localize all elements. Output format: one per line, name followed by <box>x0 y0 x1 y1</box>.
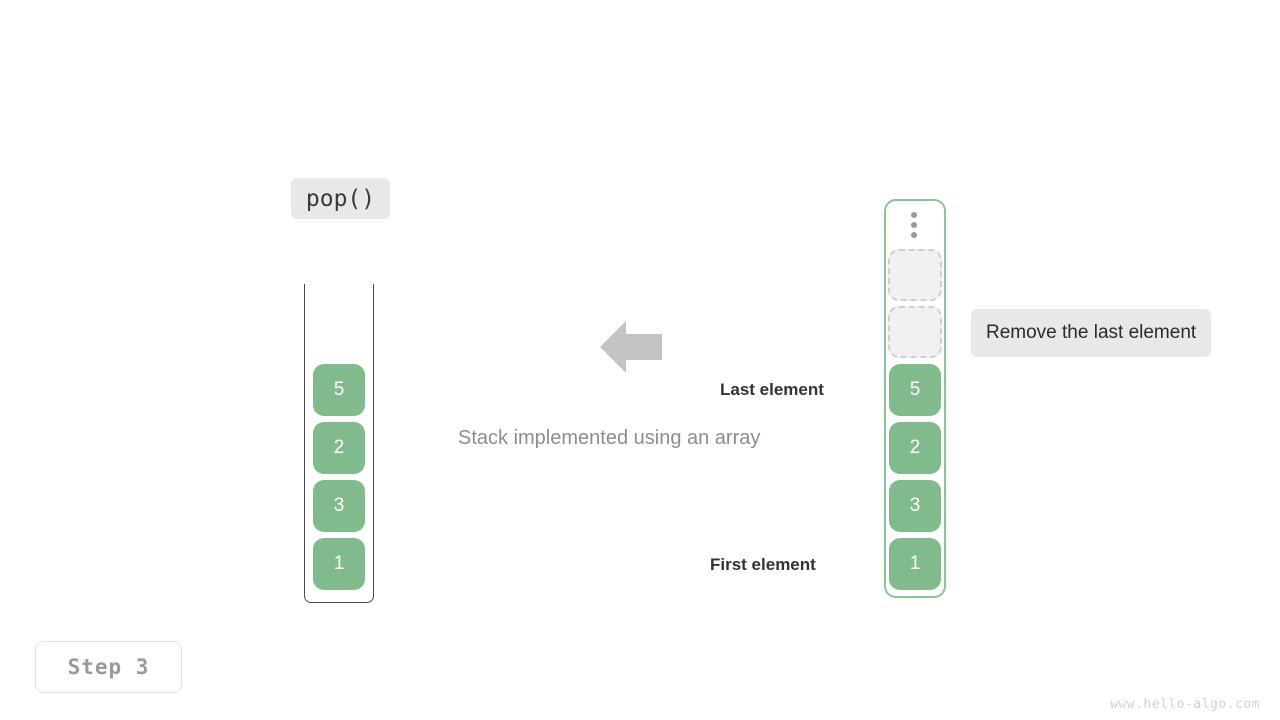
watermark: www.hello-algo.com <box>1110 697 1260 712</box>
operation-label: pop() <box>291 178 390 219</box>
note-callout: Remove the last element <box>971 309 1212 357</box>
stack-cell: 1 <box>313 538 365 590</box>
step-badge: Step 3 <box>35 641 182 693</box>
vertical-ellipsis-icon <box>910 212 918 238</box>
right-array-cells: 5 2 3 1 <box>889 364 941 590</box>
array-cell: 1 <box>889 538 941 590</box>
left-stack-container <box>304 284 374 603</box>
right-array-container <box>884 199 946 598</box>
left-stack-cells: 5 2 3 1 <box>313 364 365 590</box>
stack-cell: 2 <box>313 422 365 474</box>
diagram-caption: Stack implemented using an array <box>458 427 761 449</box>
stack-cell: 5 <box>313 364 365 416</box>
left-arrow-icon <box>600 321 662 373</box>
annotation-last-element: Last element <box>720 380 824 399</box>
array-cell: 3 <box>889 480 941 532</box>
empty-array-slot <box>888 249 942 301</box>
annotation-first-element: First element <box>710 555 816 574</box>
array-cell: 2 <box>889 422 941 474</box>
empty-array-slot <box>888 306 942 358</box>
stack-cell: 3 <box>313 480 365 532</box>
array-cell: 5 <box>889 364 941 416</box>
